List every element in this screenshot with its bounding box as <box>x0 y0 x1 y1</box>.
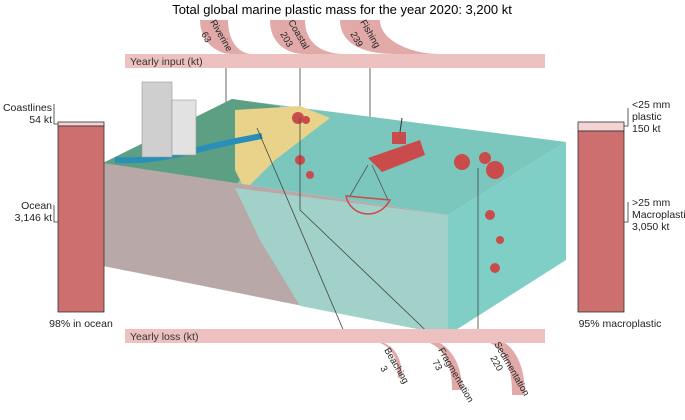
macroplastic-value: 3,050 kt <box>632 221 669 233</box>
coastlines-value: 54 kt <box>29 114 52 126</box>
yearly-input-bar: Yearly input (kt) <box>125 54 545 68</box>
beaching-value: 3 <box>377 364 389 374</box>
right-mass-column <box>577 108 629 313</box>
coastlines-label: Coastlines <box>3 102 52 114</box>
coastal-flow <box>270 20 345 112</box>
macroplastic-type-label: Macroplastic <box>632 209 685 221</box>
macroplastic-segment <box>577 130 625 313</box>
fishing-boat-icon <box>368 117 425 172</box>
microplastic-segment <box>577 121 625 132</box>
left-column-caption: 98% in ocean <box>49 318 113 330</box>
microplastic-value: 150 kt <box>632 123 661 135</box>
coastlines-segment <box>57 121 105 127</box>
diagram-title: Total global marine plastic mass for the… <box>172 2 512 17</box>
fishing-net-icon <box>345 164 392 215</box>
ocean-value: 3,146 kt <box>15 212 52 224</box>
ocean-segment <box>57 125 105 313</box>
city-buildings <box>141 81 197 158</box>
macroplastic-size-label: >25 mm <box>632 197 670 209</box>
microplastic-size-label: <25 mm <box>632 99 670 111</box>
plastic-debris-ocean <box>454 152 504 273</box>
yearly-input-label: Yearly input (kt) <box>130 56 203 68</box>
ocean-label: Ocean <box>21 200 52 212</box>
right-column-caption: 95% macroplastic <box>579 318 662 330</box>
fragmentation-value: 73 <box>429 358 444 373</box>
riverine-value: 63 <box>198 30 213 45</box>
fragmentation-label: Fragmentation <box>435 346 475 405</box>
left-mass-column <box>53 104 105 313</box>
yearly-loss-bar: Yearly loss (kt) <box>125 329 545 343</box>
microplastic-type-label: plastic <box>632 111 662 123</box>
yearly-loss-label: Yearly loss (kt) <box>130 331 198 343</box>
